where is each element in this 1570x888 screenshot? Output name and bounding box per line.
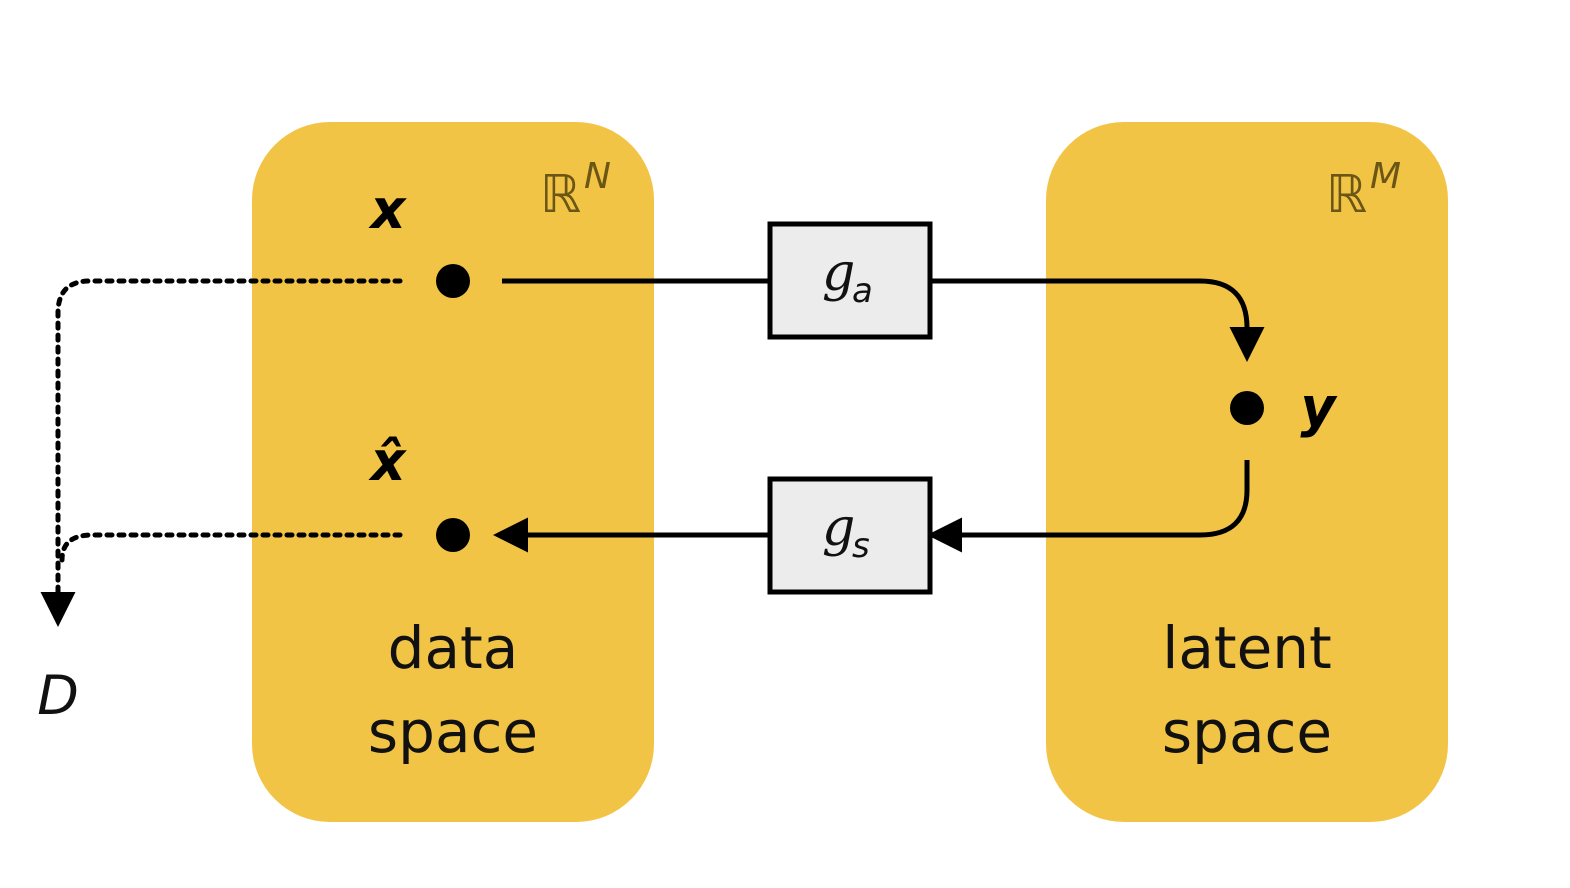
latent-space-field-superscript: M	[1370, 156, 1401, 197]
analysis-transform-node: g a	[767, 221, 933, 340]
latent-space-label-line1: latent	[1162, 614, 1332, 682]
ga-to-y-edge	[930, 278, 1265, 362]
analysis-transform-box	[767, 221, 933, 340]
x-to-distortion-dotted-path	[40, 278, 403, 627]
point-x-label: x	[368, 178, 408, 241]
point-y-label: y	[1300, 376, 1338, 439]
data-space-label-line2: space	[368, 698, 538, 766]
data-space-panel: ℝ N data space	[252, 122, 654, 822]
y-to-gs-edge	[927, 460, 1250, 553]
data-space-region	[252, 122, 654, 822]
synthesis-transform-symbol: g	[822, 498, 855, 558]
latent-space-label-line2: space	[1162, 698, 1332, 766]
synthesis-transform-subscript: s	[852, 526, 870, 566]
latent-space-field-label: ℝ	[1326, 165, 1367, 225]
data-space-field-superscript: N	[584, 156, 611, 197]
xhat-to-distortion-dotted-path	[59, 532, 403, 563]
data-space-label-line1: data	[388, 614, 519, 682]
analysis-transform-symbol: g	[822, 243, 855, 303]
distortion-label: D	[37, 664, 79, 727]
point-x	[436, 264, 470, 298]
point-xhat	[436, 518, 470, 552]
synthesis-transform-box	[767, 476, 933, 595]
analysis-transform-subscript: a	[852, 271, 873, 311]
point-xhat-label: x̂	[368, 430, 408, 493]
point-y	[1230, 391, 1264, 425]
data-space-field-label: ℝ	[540, 165, 581, 225]
synthesis-transform-node: g s	[767, 476, 933, 595]
